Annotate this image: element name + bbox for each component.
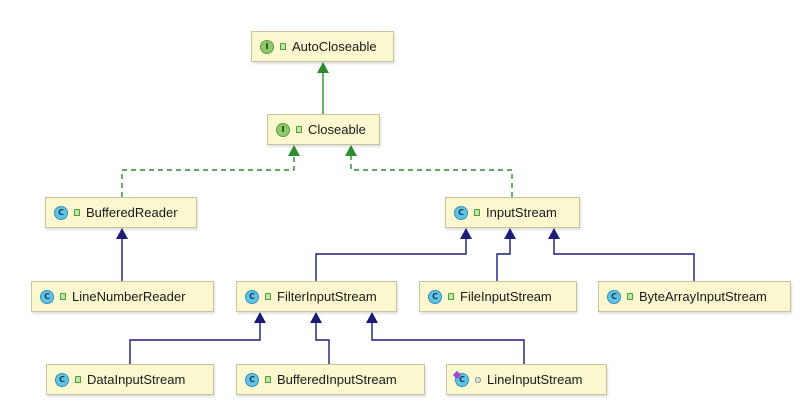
node-label: DataInputStream bbox=[87, 372, 186, 387]
edge-bufferedinputstream-to-filterinputstream bbox=[315, 322, 330, 364]
node-label: LineNumberReader bbox=[72, 289, 186, 304]
node-datainputstream[interactable]: C DataInputStream bbox=[46, 364, 214, 395]
node-label: LineInputStream bbox=[487, 372, 583, 387]
public-access-icon bbox=[280, 43, 286, 50]
public-access-icon bbox=[448, 293, 454, 300]
node-bytearrayinputstream[interactable]: C ByteArrayInputStream bbox=[598, 281, 791, 312]
class-icon: C bbox=[607, 289, 621, 304]
class-icon: C bbox=[245, 289, 259, 304]
edge-filterinputstream-to-inputstream bbox=[315, 238, 467, 281]
interface-icon: I bbox=[260, 39, 274, 54]
arrowhead-lineinputstream-to-filterinputstream bbox=[366, 312, 378, 323]
node-inputstream[interactable]: C InputStream bbox=[445, 197, 580, 228]
class-icon: C bbox=[245, 372, 259, 387]
node-lineinputstream[interactable]: C LineInputStream bbox=[446, 364, 607, 395]
public-access-icon bbox=[265, 376, 271, 383]
arrowhead-fileinputstream-to-inputstream bbox=[504, 228, 516, 239]
node-autocloseable[interactable]: I AutoCloseable bbox=[251, 31, 394, 62]
arrowhead-linenumberreader-to-bufferedreader bbox=[116, 228, 128, 239]
arrowhead-bufferedreader-to-closeable bbox=[288, 145, 300, 156]
node-label: BufferedReader bbox=[86, 205, 178, 220]
class-icon: C bbox=[55, 372, 69, 387]
node-label: FileInputStream bbox=[460, 289, 552, 304]
node-closeable[interactable]: I Closeable bbox=[267, 114, 380, 145]
public-access-icon bbox=[296, 126, 302, 133]
arrowhead-closeable-to-autocloseable bbox=[317, 62, 329, 73]
arrowhead-bufferedinputstream-to-filterinputstream bbox=[310, 312, 322, 323]
arrowhead-filterinputstream-to-inputstream bbox=[460, 228, 472, 239]
edge-datainputstream-to-filterinputstream bbox=[129, 322, 261, 364]
public-access-icon bbox=[60, 293, 66, 300]
node-bufferedreader[interactable]: C BufferedReader bbox=[45, 197, 197, 228]
arrowhead-bytearrayinputstream-to-inputstream bbox=[548, 228, 560, 239]
interface-icon: I bbox=[276, 122, 290, 137]
edge-bufferedreader-to-closeable bbox=[121, 155, 295, 197]
public-access-icon bbox=[265, 293, 271, 300]
node-fileinputstream[interactable]: C FileInputStream bbox=[419, 281, 577, 312]
node-label: FilterInputStream bbox=[277, 289, 377, 304]
class-icon: C bbox=[454, 205, 468, 220]
arrowhead-inputstream-to-closeable bbox=[345, 145, 357, 156]
class-icon: C bbox=[40, 289, 54, 304]
node-filterinputstream[interactable]: C FilterInputStream bbox=[236, 281, 397, 312]
node-bufferedinputstream[interactable]: C BufferedInputStream bbox=[236, 364, 425, 395]
edge-lineinputstream-to-filterinputstream bbox=[371, 322, 525, 364]
node-linenumberreader[interactable]: C LineNumberReader bbox=[31, 281, 214, 312]
public-access-icon bbox=[74, 209, 80, 216]
node-label: Closeable bbox=[308, 122, 366, 137]
public-access-icon bbox=[474, 209, 480, 216]
node-label: BufferedInputStream bbox=[277, 372, 397, 387]
class-icon: C bbox=[455, 372, 469, 387]
node-label: AutoCloseable bbox=[292, 39, 377, 54]
edge-bytearrayinputstream-to-inputstream bbox=[553, 238, 695, 281]
node-label: InputStream bbox=[486, 205, 557, 220]
class-icon: C bbox=[54, 205, 68, 220]
public-access-icon bbox=[627, 293, 633, 300]
node-label: ByteArrayInputStream bbox=[639, 289, 767, 304]
public-access-icon bbox=[75, 376, 81, 383]
edge-fileinputstream-to-inputstream bbox=[496, 238, 511, 281]
package-access-icon bbox=[475, 376, 481, 383]
edge-inputstream-to-closeable bbox=[350, 155, 513, 197]
class-icon: C bbox=[428, 289, 442, 304]
arrowhead-datainputstream-to-filterinputstream bbox=[254, 312, 266, 323]
